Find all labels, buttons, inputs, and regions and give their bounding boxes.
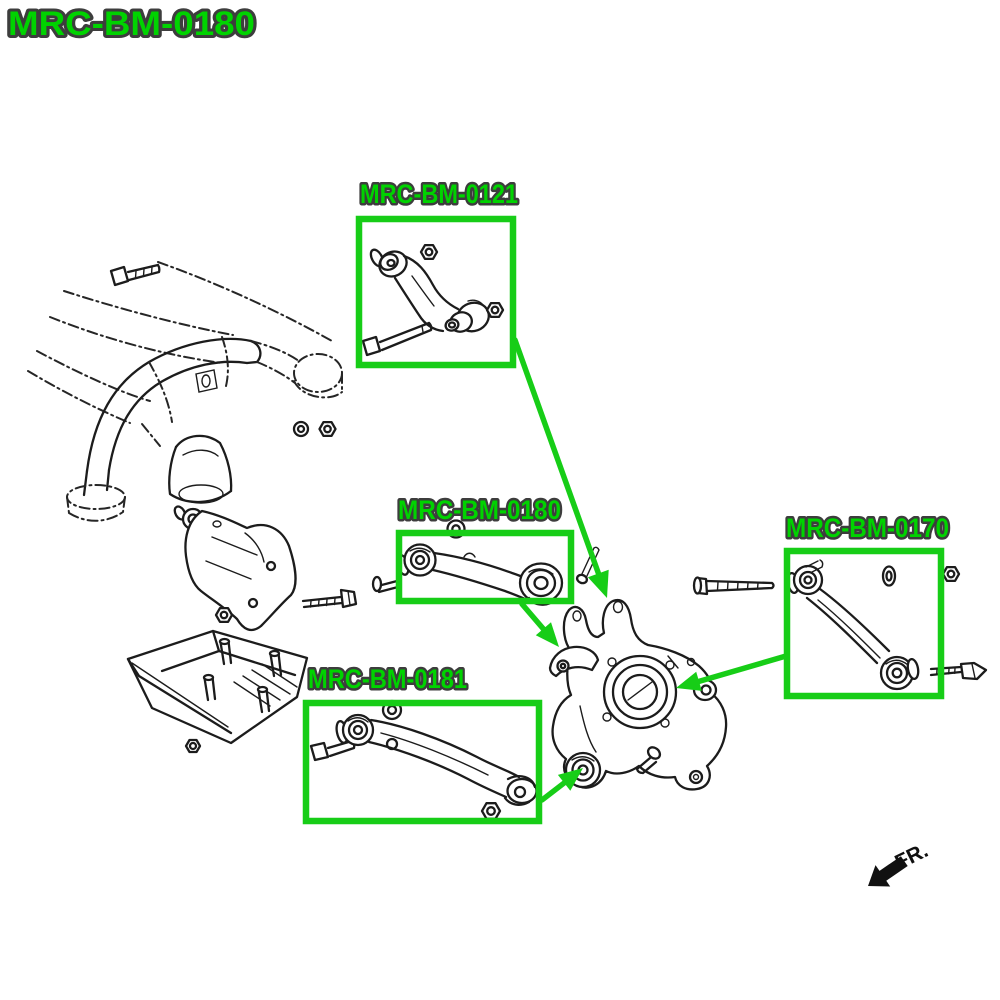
part-highlight-box-0180 (395, 529, 575, 605)
skid-plate-studs (202, 637, 283, 714)
part-highlight-box-0121 (355, 215, 517, 369)
skid-plate-drawing (126, 629, 309, 754)
fr-arrow-icon (868, 856, 908, 887)
upper-control-arm-drawing (361, 243, 505, 357)
callout-label-0181: MRC-BM-0181 (308, 664, 467, 694)
callout-arrow-0181 (539, 768, 583, 803)
skid-plate-nut (184, 738, 202, 754)
lateral-arm-bolt (929, 661, 988, 681)
callout-label-0170: MRC-BM-0170 (786, 513, 949, 543)
knuckle-small-bolt (635, 746, 662, 775)
subframe-bolt (109, 263, 161, 287)
rear-lateral-arm-drawing (786, 559, 988, 691)
subframe-drawing (27, 261, 343, 522)
mounting-bracket-drawing (173, 505, 358, 632)
trailing-arm-nut (480, 802, 502, 820)
upper-arm-bolt (361, 321, 433, 357)
callout-arrow-0170 (676, 653, 789, 691)
trailing-arm-drawing (309, 699, 538, 820)
part-highlight-box-0181 (302, 699, 543, 825)
callout-label-0121: MRC-BM-0121 (360, 179, 518, 209)
callout-label-0180: MRC-BM-0180 (398, 495, 561, 525)
fr-direction-indicator: FR. (868, 839, 932, 887)
lateral-arm-nut (941, 565, 961, 583)
bracket-bolt (301, 588, 358, 609)
knuckle-long-bolt (692, 576, 775, 596)
trailing-arm-bolt (309, 739, 356, 762)
page-title: MRC-BM-0180 (8, 5, 255, 43)
callout-arrow-0121 (512, 337, 609, 598)
subframe-washer (292, 420, 310, 438)
part-highlight-box-0170 (783, 547, 945, 700)
callout-arrow-0180 (519, 601, 559, 647)
subframe-nut (318, 420, 337, 438)
upper-arm-nut-1 (419, 243, 439, 261)
upper-arm-nut-2 (485, 301, 505, 319)
bracket-nut (214, 606, 234, 624)
